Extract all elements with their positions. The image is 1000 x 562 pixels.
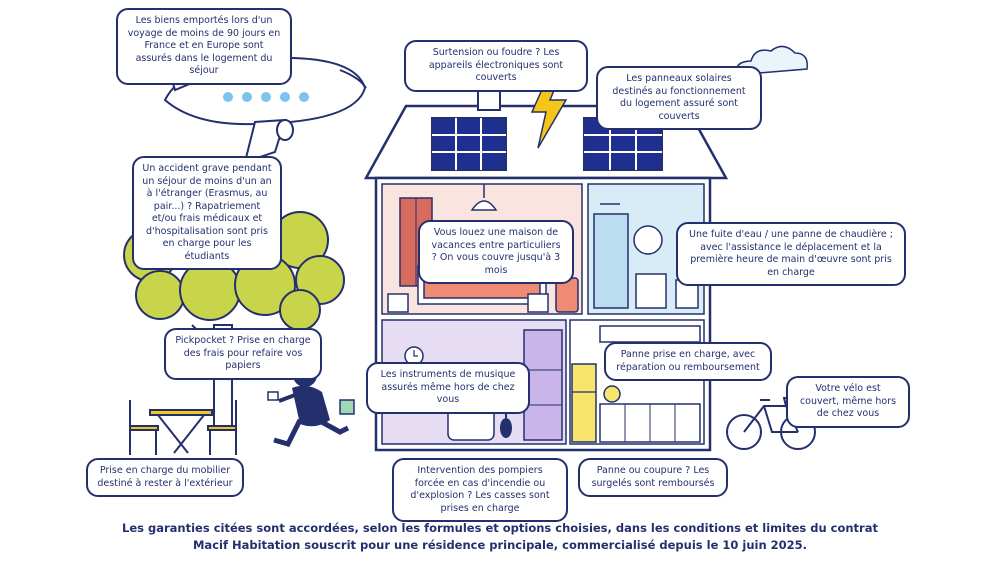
ceiling-lamp — [470, 184, 498, 211]
callout-accident: Un accident grave pendant un séjour de m… — [132, 156, 282, 270]
fridge-icon — [571, 363, 597, 443]
washing-machine-icon — [603, 385, 621, 403]
footer-line-1: Les garanties citées sont accordées, sel… — [122, 521, 878, 535]
callout-instruments: Les instruments de musique assurés même … — [366, 362, 530, 414]
bathroom-mirror — [633, 225, 663, 255]
callout-power-cut: Panne ou coupure ? Les surgelés sont rem… — [578, 458, 728, 497]
callout-surge: Surtension ou foudre ? Les appareils éle… — [404, 40, 588, 92]
callout-leak: Une fuite d'eau / une panne de chaudière… — [676, 222, 906, 286]
shower-icon — [593, 203, 629, 309]
callout-firemen: Intervention des pompiers forcée en cas … — [392, 458, 568, 522]
nightstand-icon — [387, 293, 549, 313]
callout-solar: Les panneaux solaires destinés au foncti… — [596, 66, 762, 130]
callout-pickpocket: Pickpocket ? Prise en charge des frais p… — [164, 328, 322, 380]
bookcase — [523, 329, 563, 441]
callout-bike: Votre vélo est couvert, même hors de che… — [786, 376, 910, 428]
garden-table-icon — [149, 409, 213, 454]
chair-icon — [129, 400, 237, 455]
footer-line-2: Macif Habitation souscrit pour une résid… — [192, 538, 808, 552]
callout-breakdown: Panne prise en charge, avec réparation o… — [604, 342, 772, 381]
sink-cabinet — [635, 273, 667, 309]
footer-disclaimer: Les garanties citées sont accordées, sel… — [0, 520, 1000, 554]
airplane-icon — [163, 42, 367, 164]
kitchen-cabinets — [599, 325, 701, 443]
callout-rental: Vous louez une maison de vacances entre … — [418, 220, 574, 284]
callout-furniture: Prise en charge du mobilier destiné à re… — [86, 458, 244, 497]
callout-travel: Les biens emportés lors d'un voyage de m… — [116, 8, 292, 85]
